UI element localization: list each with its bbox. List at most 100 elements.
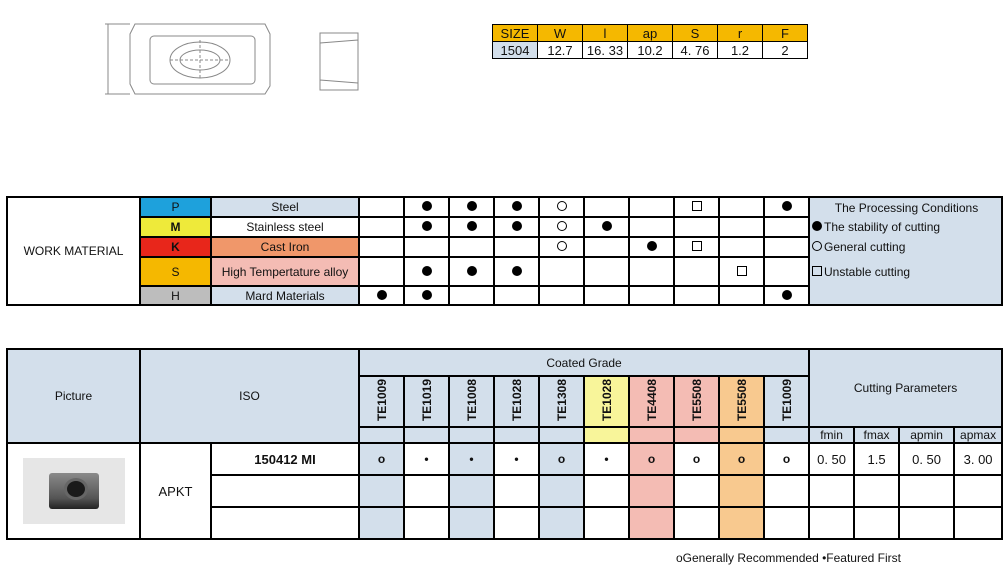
open-circle-icon <box>556 221 567 231</box>
param-apmax: 3. 00 <box>953 442 1004 476</box>
material-code: P <box>139 196 212 218</box>
grade-header-spacer <box>763 426 811 444</box>
grade-suitability-cell <box>718 285 765 306</box>
grade-suitability-cell <box>493 236 540 258</box>
coated-grade-header: Coated Grade <box>358 348 811 377</box>
filled-circle-icon <box>376 289 387 300</box>
s-header: S <box>672 24 718 42</box>
grade-recommendation: • <box>493 442 541 476</box>
grade-suitability-cell <box>358 285 405 306</box>
legend-unstable: Unstable cutting <box>808 257 1003 286</box>
grade-recommendation <box>403 474 451 508</box>
param-fmin <box>808 506 856 540</box>
grade-suitability-cell <box>583 196 630 218</box>
cutting-parameters-header: Cutting Parameters <box>808 348 1004 428</box>
grade-header: TE5508 <box>718 375 766 428</box>
r-header: r <box>717 24 763 42</box>
grade-recommendation: o <box>718 442 766 476</box>
grade-suitability-cell <box>493 196 540 218</box>
legend-general: General cutting <box>808 237 1003 257</box>
grade-suitability-cell <box>628 256 675 287</box>
grade-suitability-cell <box>673 236 720 258</box>
grade-suitability-cell <box>358 256 405 287</box>
grade-header: TE1009 <box>358 375 406 428</box>
grade-recommendation <box>763 506 811 540</box>
grade-suitability-cell <box>403 285 450 306</box>
insert-photo <box>22 458 125 524</box>
grade-name: TE1028 <box>509 378 524 422</box>
grade-name: TE1019 <box>419 378 434 422</box>
grade-suitability-cell <box>358 196 405 218</box>
grade-header-spacer <box>403 426 451 444</box>
param-fmax <box>853 474 901 508</box>
grade-recommendation <box>583 474 631 508</box>
grade-suitability-cell <box>628 236 675 258</box>
grade-name: TE5508 <box>734 378 749 422</box>
grade-suitability-cell <box>538 196 585 218</box>
grade-header: TE1019 <box>403 375 451 428</box>
param-header-fmax: fmax <box>853 426 901 444</box>
processing-conditions-title: The Processing Conditions <box>808 196 1003 217</box>
grade-suitability-cell <box>763 196 810 218</box>
material-code: S <box>139 256 212 287</box>
grade-suitability-cell <box>448 256 495 287</box>
l-header: l <box>582 24 628 42</box>
open-circle-icon <box>812 241 822 251</box>
material-name: Mard Materials <box>210 285 360 306</box>
filled-circle-icon <box>781 289 792 300</box>
grade-suitability-cell <box>403 216 450 238</box>
grade-suitability-cell <box>763 256 810 287</box>
grade-suitability-cell <box>763 285 810 306</box>
grade-suitability-cell <box>628 196 675 218</box>
product-row <box>7 474 1004 508</box>
grade-name: TE5508 <box>689 378 704 422</box>
grade-recommendation: o <box>628 442 676 476</box>
material-code: H <box>139 285 212 306</box>
grade-header: TE1308 <box>538 375 586 428</box>
r-value: 1.2 <box>717 41 763 59</box>
picture-cell <box>6 442 141 540</box>
grade-suitability-cell <box>628 216 675 238</box>
grade-name: TE1028 <box>599 378 614 422</box>
legend-text: Unstable cutting <box>824 264 911 279</box>
grade-suitability-cell <box>538 256 585 287</box>
legend-text: The Processing Conditions <box>834 200 979 215</box>
grade-suitability-cell <box>403 236 450 258</box>
param-apmin <box>898 506 956 540</box>
grade-header-spacer <box>718 426 766 444</box>
grade-recommendation <box>628 506 676 540</box>
grade-suitability-cell <box>448 285 495 306</box>
filled-circle-icon <box>421 265 432 276</box>
work-material-label: WORK MATERIAL <box>6 196 141 306</box>
legend-text: General cutting <box>824 240 906 254</box>
open-circle-icon <box>556 201 567 211</box>
filled-circle-icon <box>421 289 432 300</box>
f-header: F <box>762 24 808 42</box>
param-fmin: 0. 50 <box>808 442 856 476</box>
legend-stable: The stability of cutting <box>808 217 1003 237</box>
square-icon <box>691 241 702 251</box>
model-code <box>209 506 361 540</box>
grade-suitability-cell <box>673 196 720 218</box>
footer-legend: oGenerally Recommended •Featured First <box>676 551 901 565</box>
filled-circle-icon <box>466 221 477 231</box>
ap-header: ap <box>627 24 673 42</box>
iso-header: ISO <box>138 348 361 444</box>
l-value: 16. 33 <box>582 41 628 59</box>
grade-recommendation: • <box>403 442 451 476</box>
grade-recommendation <box>493 474 541 508</box>
param-fmax <box>853 506 901 540</box>
material-name: Steel <box>210 196 360 218</box>
filled-circle-icon <box>812 221 822 231</box>
grade-suitability-cell <box>358 236 405 258</box>
grade-recommendation: • <box>583 442 631 476</box>
w-header: W <box>537 24 583 42</box>
grade-header-spacer <box>538 426 586 444</box>
param-header-apmax: apmax <box>953 426 1004 444</box>
iso-code: APKT <box>139 442 212 540</box>
param-header-fmin: fmin <box>808 426 856 444</box>
